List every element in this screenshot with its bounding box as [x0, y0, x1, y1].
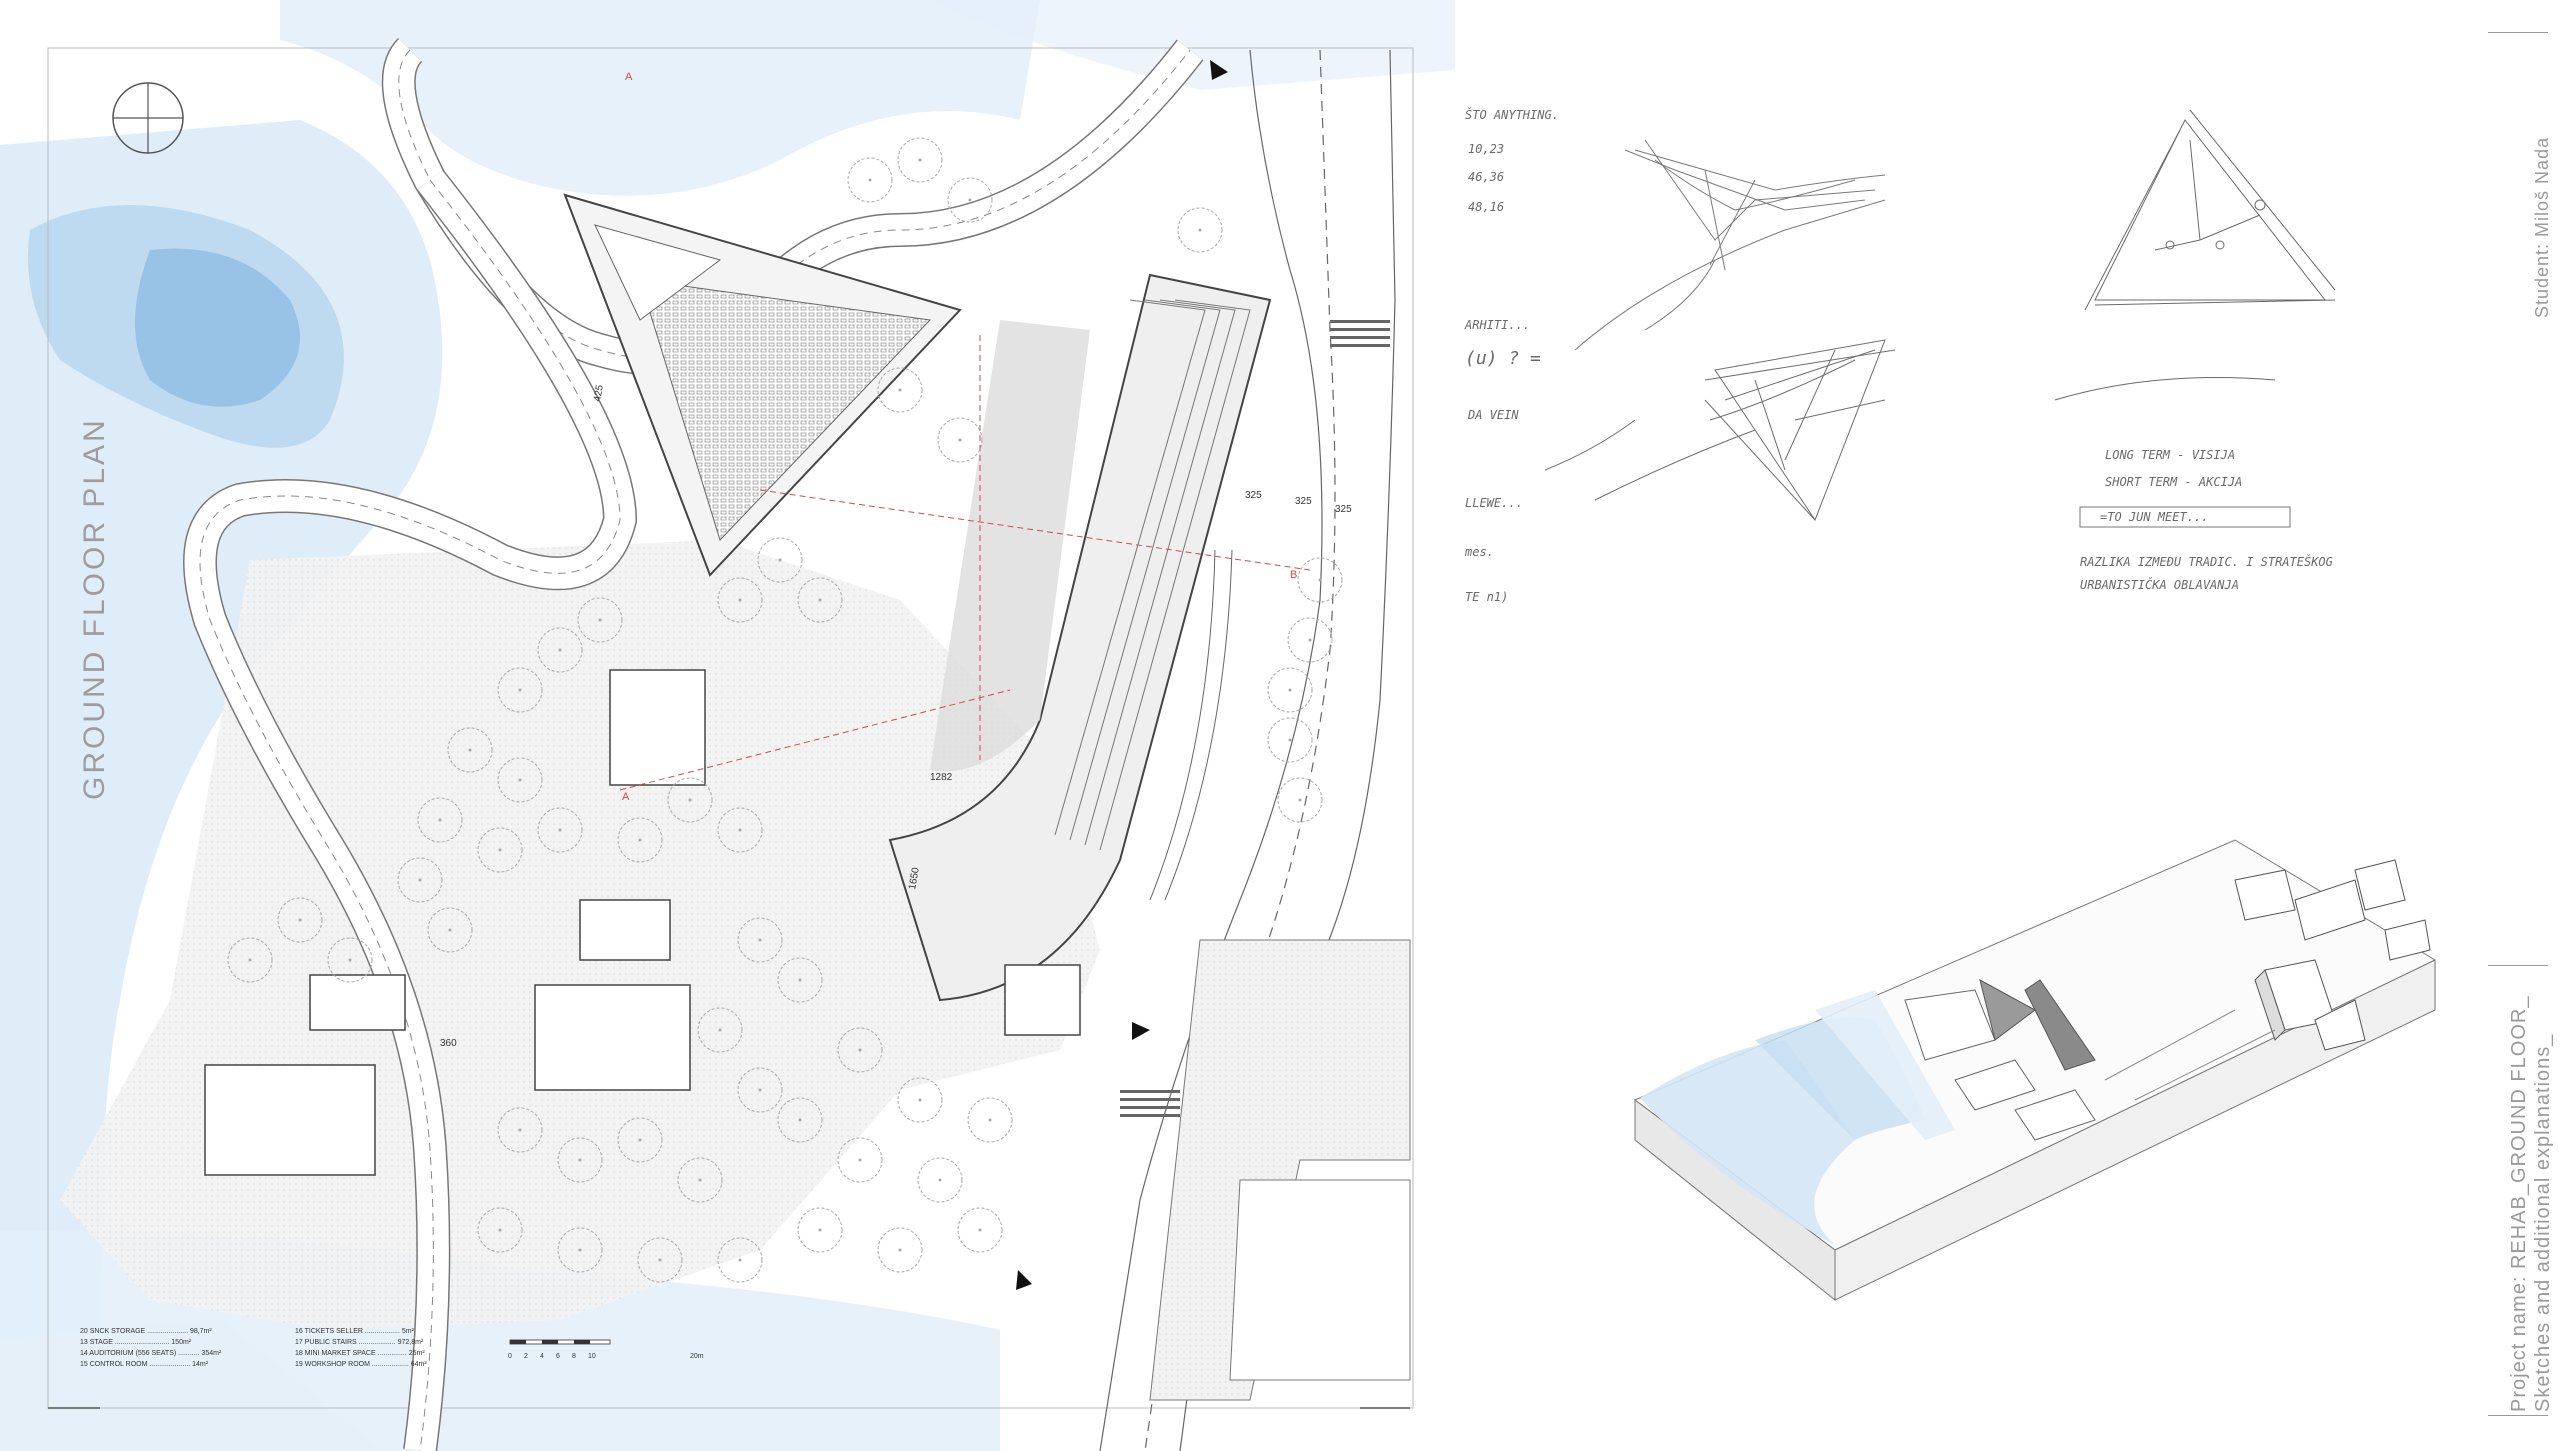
triangle-sketch	[2054, 109, 2336, 401]
dim-label-1282: 1282	[930, 772, 953, 783]
isometric-site-model	[1634, 839, 2437, 1302]
sketch-note-1: ŠTO ANYTHING.	[1465, 108, 1559, 122]
sketch-note-urbanisticka: URBANISTIČKA OBLAVANJA	[2080, 578, 2239, 592]
sidebar-rule-mid	[2488, 965, 2548, 966]
sketch-note-2: 10,23	[1468, 142, 1505, 156]
legend-item-19: 19 WORKSHOP ROOM ................... 64m…	[295, 1361, 427, 1368]
dim-label-1650: 1650	[907, 866, 922, 890]
svg-text:2: 2	[524, 1353, 528, 1360]
canopy-sketch-1	[1574, 139, 1886, 351]
sketch-note-9: mes.	[1465, 545, 1494, 559]
dim-label-360: 360	[440, 1038, 457, 1049]
student-name: Student: Miloš Nada	[2532, 136, 2552, 318]
section-arrow-icons	[1016, 60, 1228, 1290]
dim-label-325a: 325	[1245, 490, 1262, 501]
legend-item-20: 20 SNCK STORAGE ..................... 98…	[80, 1328, 212, 1335]
zebra-crossings	[1120, 320, 1390, 1117]
sketch-note-8: LLEWE...	[1465, 496, 1523, 510]
stair-building	[888, 273, 1272, 1002]
plan-title: GROUND FLOOR PLAN	[78, 417, 111, 800]
legend-item-17: 17 PUBLIC STAIRS ................... 972…	[295, 1339, 424, 1346]
sketch-note-boxed: =TO JUN MEET...	[2100, 510, 2209, 524]
project-name: Project name: REHAB_GROUND FLOOR_	[2508, 995, 2530, 1412]
legend-item-18: 18 MINI MARKET SPACE ............... 25m…	[295, 1350, 425, 1357]
sketch-note-long-term: LONG TERM - VISIJA	[2105, 448, 2236, 462]
dim-label-325b: 325	[1295, 496, 1312, 507]
svg-text:20m: 20m	[690, 1353, 704, 1360]
pavilions	[204, 669, 1081, 1176]
sketch-note-7: DA VEIN	[1468, 408, 1519, 422]
section-mark-a2: A	[625, 71, 633, 83]
ground-floor-plan: A A B 1282 1650 360 425 325 325 325 0 2 …	[0, 0, 1455, 1451]
svg-text:4: 4	[540, 1353, 544, 1360]
sketch-note-razlika: RAZLIKA IZMEĐU TRADIC. I STRATEŠKOG	[2080, 555, 2333, 569]
dim-label-425: 425	[592, 384, 606, 403]
legend-item-15: 15 CONTROL ROOM ..................... 14…	[80, 1361, 209, 1368]
sketch-note-6: (u) ? =	[1465, 348, 1541, 369]
section-lines	[619, 335, 1311, 791]
section-mark-b: B	[1290, 569, 1297, 581]
sketch-area	[1544, 109, 2437, 1302]
svg-text:6: 6	[556, 1353, 560, 1360]
sketch-note-4: 48,16	[1468, 200, 1505, 214]
sidebar-rule-bottom	[2488, 1415, 2548, 1416]
sketch-note-10: TE n1)	[1465, 590, 1509, 604]
sketch-note-5: ARHITI...	[1465, 318, 1531, 332]
svg-text:0: 0	[508, 1353, 512, 1360]
north-arrow-icon	[112, 82, 184, 154]
scale-bar: 0 2 4 6 8 10 20m	[508, 1339, 704, 1360]
legend-item-13: 13 STAGE ............................ 15…	[80, 1339, 192, 1346]
legend-item-16: 16 TICKETS SELLER .................. 5m²	[295, 1328, 414, 1335]
project-subtitle: Sketches and additional explanations_	[2532, 1033, 2554, 1412]
auditorium-building	[563, 193, 962, 577]
sketch-note-3: 46,36	[1468, 170, 1505, 184]
svg-text:10: 10	[588, 1353, 596, 1360]
legend-item-14: 14 AUDITORIUM (556 SEATS) ........... 35…	[80, 1350, 222, 1357]
dim-label-325c: 325	[1335, 504, 1352, 515]
sidebar-rule-top	[2488, 32, 2548, 33]
note-box	[2079, 506, 2291, 528]
canopy-sketch-2	[1544, 339, 1896, 522]
sketch-note-short-term: SHORT TERM - AKCIJA	[2105, 475, 2243, 489]
svg-text:8: 8	[572, 1353, 576, 1360]
section-mark-a1: A	[622, 791, 630, 803]
